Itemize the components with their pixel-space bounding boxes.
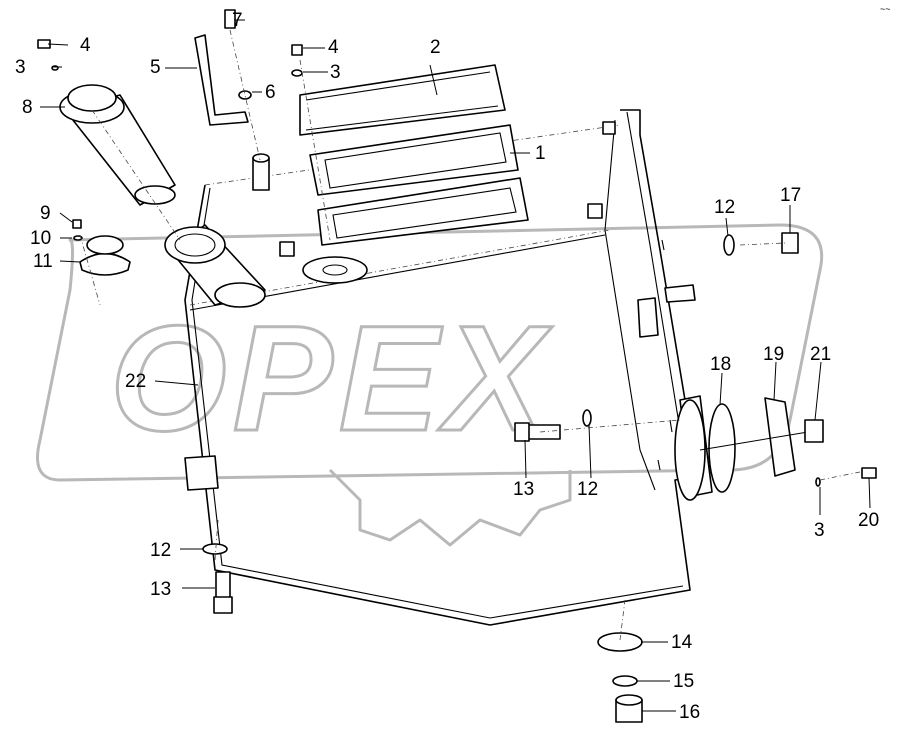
- bracket: [194, 34, 249, 126]
- callout-4-left: 4: [80, 35, 91, 56]
- callout-labels: 7 4 3 5 6 4 3 2 8 1 9 10 11 22 12 17 18 …: [15, 10, 879, 723]
- callout-3-mid: 3: [330, 62, 341, 83]
- leader-lines: [40, 19, 871, 712]
- callout-8: 8: [22, 97, 33, 118]
- opex-watermark: OPEX: [36, 223, 824, 547]
- callout-13-lower: 13: [150, 579, 171, 600]
- cover-plate: [299, 64, 506, 136]
- callout-11: 11: [33, 251, 53, 272]
- callout-17: 17: [780, 185, 801, 206]
- callout-2: 2: [430, 37, 441, 58]
- callout-14: 14: [671, 632, 693, 653]
- callout-3-left: 3: [15, 57, 26, 78]
- callout-15: 15: [673, 671, 694, 692]
- cap: [79, 235, 131, 276]
- callout-22: 22: [125, 371, 146, 392]
- callout-21: 21: [810, 344, 831, 365]
- callout-7: 7: [232, 10, 243, 31]
- callout-1: 1: [535, 143, 546, 164]
- callout-12-upper: 12: [714, 197, 735, 218]
- corner-mark: ~~: [880, 4, 891, 14]
- callout-3-lower: 3: [814, 520, 825, 541]
- inspection-frame: [317, 177, 529, 246]
- filler-neck: [59, 84, 176, 206]
- callout-19: 19: [763, 344, 784, 365]
- callout-4-right: 4: [328, 37, 339, 58]
- callout-12-right: 12: [577, 479, 598, 500]
- callout-13-right: 13: [513, 479, 534, 500]
- callout-20: 20: [858, 510, 879, 531]
- callout-12-lower: 12: [150, 540, 171, 561]
- sight-gauge: [674, 395, 824, 501]
- standoffs: [252, 153, 270, 191]
- callout-9: 9: [40, 203, 51, 224]
- filler-flange: [164, 224, 266, 308]
- callout-10: 10: [30, 228, 51, 249]
- callout-16: 16: [679, 702, 700, 723]
- callout-6: 6: [265, 82, 276, 103]
- top-flange: [302, 256, 368, 284]
- gasket: [309, 124, 519, 196]
- callout-5: 5: [150, 57, 161, 78]
- watermark-text: OPEX: [110, 294, 553, 462]
- callout-18: 18: [710, 354, 731, 375]
